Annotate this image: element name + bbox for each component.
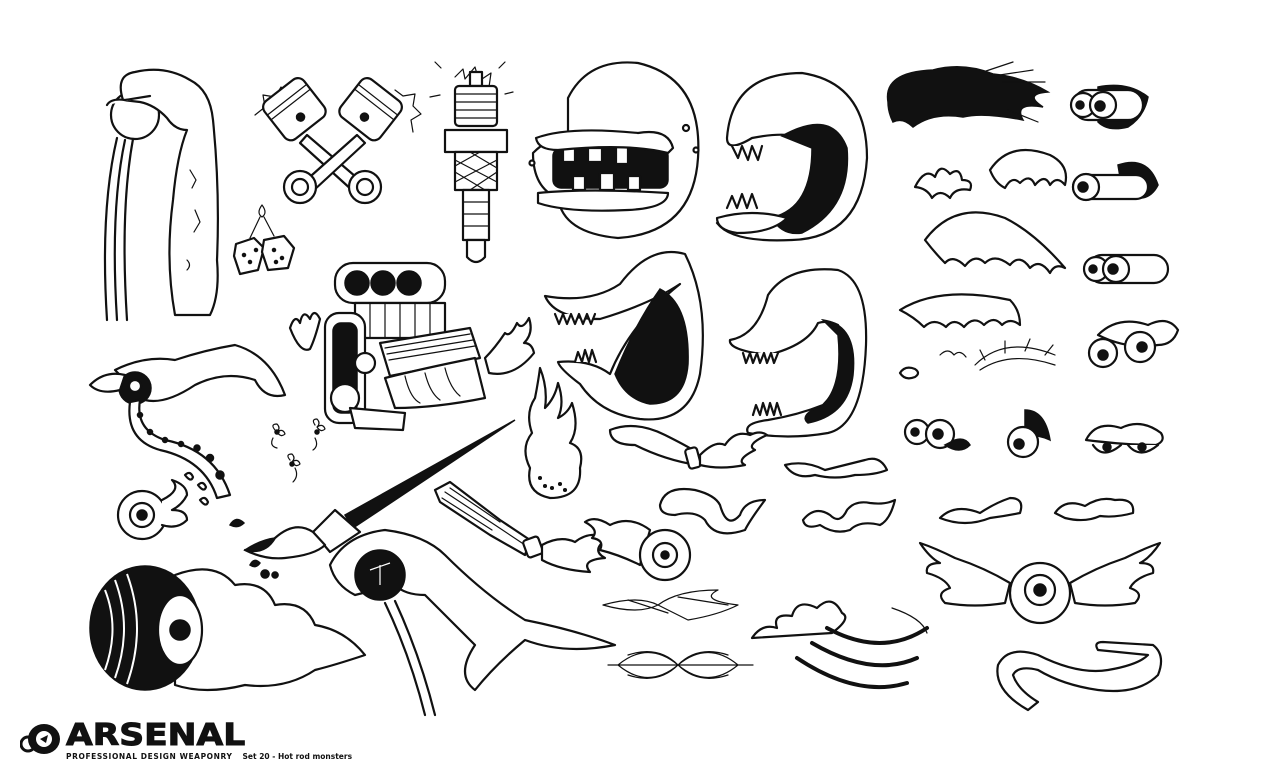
hair-tufts-illustration bbox=[895, 135, 1075, 385]
winged-eyeball-illustration bbox=[915, 538, 1165, 628]
brand-tagline: PROFESSIONAL DESIGN WEAPONRY bbox=[66, 752, 233, 761]
hair-tuft-black-illustration bbox=[883, 61, 1053, 132]
monster-mouth-3-illustration bbox=[728, 265, 873, 445]
bulging-eyes-row-illustration bbox=[903, 400, 1065, 470]
paintbrush-illustration bbox=[225, 419, 520, 580]
pinstripes-illustration bbox=[598, 585, 763, 700]
blown-engine-illustration bbox=[285, 258, 545, 433]
fuzzy-dice-illustration bbox=[232, 200, 297, 280]
arm-8-ball-illustration bbox=[85, 340, 290, 500]
bulging-eyes-illustration bbox=[1068, 84, 1180, 475]
brand-name: ARSENAL bbox=[65, 718, 246, 753]
eyeball-drips-illustration bbox=[110, 470, 215, 541]
exhaust-headers-illustration bbox=[430, 480, 615, 585]
flame-illustration bbox=[520, 366, 588, 508]
spark-plug-illustration bbox=[425, 52, 525, 272]
brand-logo: ARSENAL PROFESSIONAL DESIGN WEAPONRY Set… bbox=[20, 720, 353, 761]
arm-shifter-knob-illustration bbox=[95, 60, 235, 325]
tongues-illustration bbox=[655, 445, 900, 540]
worm-tongue-illustration bbox=[988, 640, 1166, 715]
monster-face-teeth-illustration bbox=[528, 58, 708, 243]
tongue-flame-illustration bbox=[605, 420, 770, 480]
set-label: Set 20 - Hot rod monsters bbox=[242, 752, 353, 761]
burnout-tire-illustration bbox=[85, 560, 380, 695]
flaming-eyeball-illustration bbox=[580, 510, 695, 585]
hand-shifter-ball-illustration bbox=[325, 525, 620, 720]
flies-illustration bbox=[265, 418, 335, 490]
flaming-claw-illustration bbox=[742, 588, 932, 703]
monster-mouth-1-illustration bbox=[712, 68, 872, 246]
monster-mouth-2-illustration bbox=[540, 244, 705, 429]
crossed-pistons-illustration bbox=[245, 65, 422, 210]
tongues-right-illustration bbox=[935, 488, 1140, 533]
arsenal-swirl-icon bbox=[20, 724, 60, 754]
